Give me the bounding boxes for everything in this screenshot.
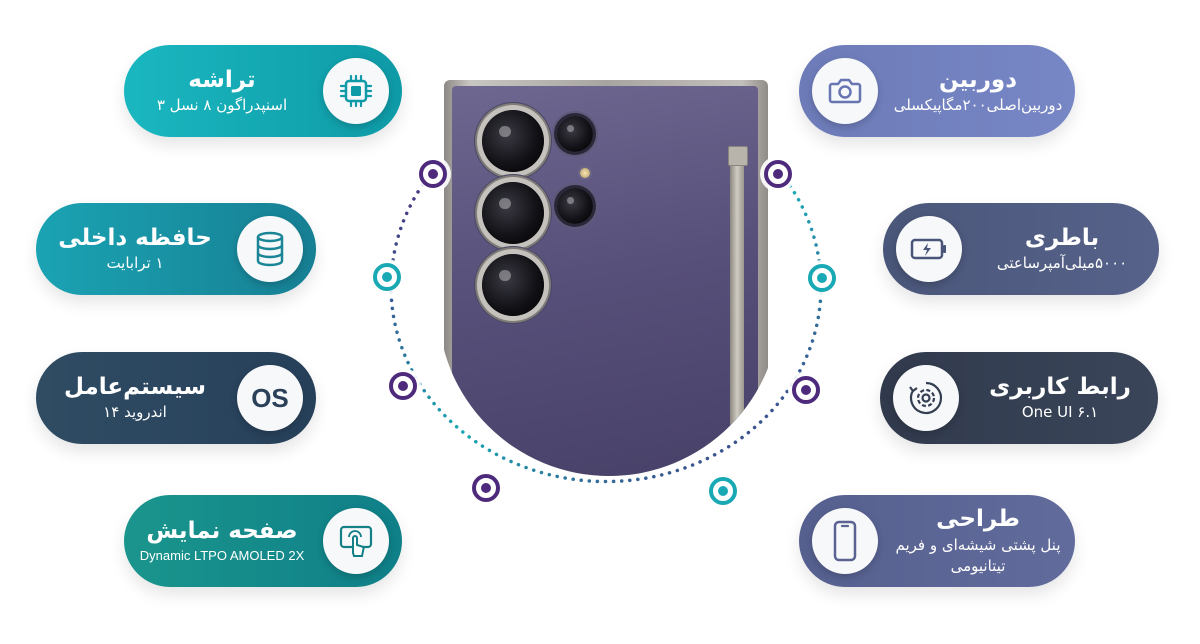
arc-node (808, 264, 836, 292)
card-storage-value: ۱ ترابایت (106, 254, 164, 273)
card-storage-title: حافظه داخلی (58, 224, 212, 251)
card-display-title: صفحه نمایش (146, 517, 298, 544)
card-battery: باطری ۵۰۰۰میلی‌آمپرساعتی (883, 203, 1159, 295)
gear-refresh-icon (893, 365, 959, 431)
sensor-lens (557, 188, 593, 224)
arc-node (709, 477, 737, 505)
card-battery-value: ۵۰۰۰میلی‌آمپرساعتی (996, 254, 1128, 273)
card-design: طراحی پنل پشتی شیشه‌ای و فریم تیتانیومی (799, 495, 1075, 587)
card-storage: حافظه داخلی ۱ ترابایت (36, 203, 316, 295)
arc-node (792, 376, 820, 404)
os-icon-label: OS (251, 382, 289, 413)
arc-node (389, 372, 417, 400)
arc-node (419, 160, 447, 188)
phone-icon (812, 508, 878, 574)
telephoto-camera-lens (482, 254, 544, 316)
s-pen-cap (728, 146, 748, 166)
card-os-title: سیستم‌عامل (64, 373, 206, 400)
main-camera-lens (482, 110, 544, 172)
card-design-title: طراحی (936, 506, 1020, 533)
arc-node (472, 474, 500, 502)
arc-node (373, 263, 401, 291)
card-battery-title: باطری (1024, 224, 1100, 251)
camera-icon (812, 58, 878, 124)
os-icon: OS (237, 365, 303, 431)
card-chip-value: اسنپدراگون ۸ نسل ۳ (156, 96, 288, 115)
card-chip-title: تراشه (188, 66, 256, 93)
ultrawide-camera-lens (482, 182, 544, 244)
card-ui: رابط کاربری One UI ۶.۱ (880, 352, 1158, 444)
touch-screen-icon (323, 508, 389, 574)
card-ui-value: One UI ۶.۱ (1021, 403, 1099, 422)
card-display: صفحه نمایش Dynamic LTPO AMOLED 2X (124, 495, 402, 587)
card-chip: تراشه اسنپدراگون ۸ نسل ۳ (124, 45, 402, 137)
arc-node (764, 160, 792, 188)
s-pen (730, 146, 744, 476)
card-camera: دوربین دوربین‌اصلی۲۰۰مگاپیکسلی (799, 45, 1075, 137)
card-design-value: پنل پشتی شیشه‌ای و فریم تیتانیومی (895, 535, 1061, 575)
chip-icon (323, 58, 389, 124)
camera-flash (580, 168, 590, 178)
database-icon (237, 216, 303, 282)
card-os-value: اندروید ۱۴ (103, 403, 167, 422)
card-os: سیستم‌عامل اندروید ۱۴ OS (36, 352, 316, 444)
battery-icon (896, 216, 962, 282)
card-camera-value: دوربین‌اصلی۲۰۰مگاپیکسلی (893, 96, 1063, 115)
phone-image (438, 80, 780, 476)
phone-back-panel (452, 86, 758, 476)
card-ui-title: رابط کاربری (989, 373, 1131, 400)
periscope-camera-lens (557, 116, 593, 152)
card-camera-title: دوربین (938, 66, 1018, 93)
card-display-value: Dynamic LTPO AMOLED 2X (139, 547, 305, 563)
